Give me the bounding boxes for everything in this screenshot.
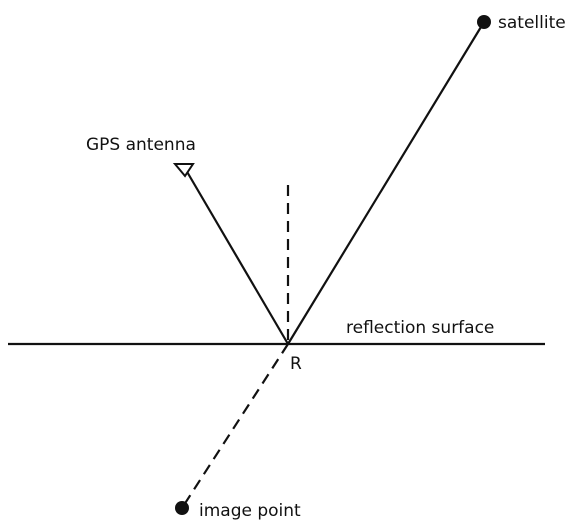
satellite-icon [477, 15, 491, 29]
image-point-label: image point [199, 501, 301, 520]
reflected-ray-line [185, 169, 289, 345]
satellite-label: satellite [498, 13, 566, 33]
reflection-point-label: R [290, 354, 302, 374]
incident-ray-line [287, 21, 485, 345]
antenna-label: GPS antenna [86, 135, 196, 155]
gps-antenna-icon [172, 163, 195, 178]
image-extension-dashed-line [181, 343, 289, 509]
surface-label: reflection surface [346, 318, 494, 338]
image-point-icon [175, 501, 189, 515]
